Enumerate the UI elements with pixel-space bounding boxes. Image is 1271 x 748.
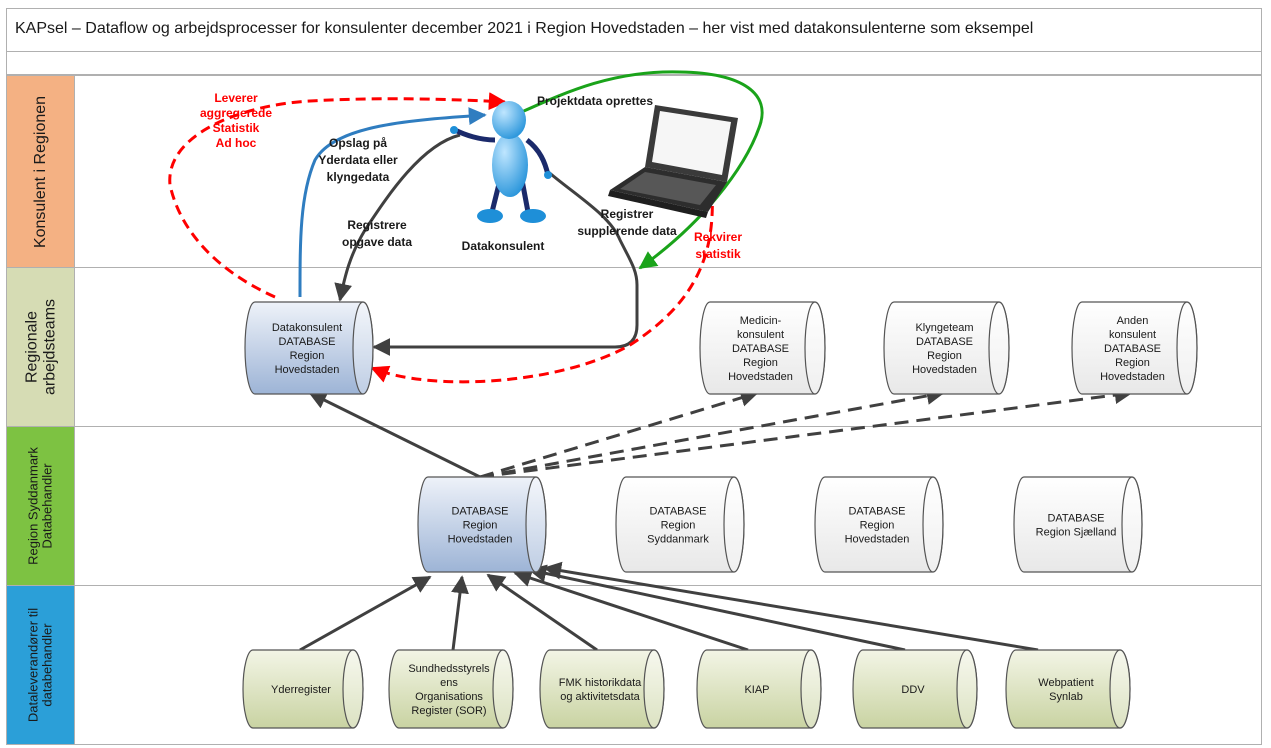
cylinder-cap: [492, 649, 514, 729]
cylinder-cap: [525, 476, 547, 573]
edge-supplier-yderregister-to-db: [299, 575, 432, 652]
person-icon: [450, 101, 552, 223]
edge-leverer-red: [168, 92, 507, 299]
cylinder-cap: [804, 301, 826, 395]
lane-head-arbejdsteams: Regionale arbejdsteams: [7, 268, 75, 426]
edge-registrer-to-db: [372, 168, 639, 356]
edge-supplier-webpatient-to-db: [543, 561, 1039, 652]
edge-registrere-to-db: [334, 133, 461, 302]
edge-supplier-fmk-to-db: [486, 573, 598, 652]
edge-supplier-ddv-to-db: [528, 564, 906, 652]
actor-label: Datakonsulent: [462, 239, 545, 253]
edge-db-to-anden: [479, 386, 1133, 479]
edge-db-to-team-main: [308, 391, 481, 479]
lane-head-databehandler: Region Syddanmark Databehandler: [7, 427, 75, 585]
diagram-title-bar: KAPsel – Dataflow og arbejdsprocesser fo…: [6, 8, 1262, 52]
supplier-db-yderregister: Yderregister: [242, 649, 364, 729]
edge-rekvirer-red: [370, 189, 714, 384]
supplier-db-kiap: KIAP: [696, 649, 822, 729]
edge-supplier-sor-to-db: [451, 575, 469, 651]
cylinder-cap: [1109, 649, 1131, 729]
cylinder-cap: [352, 301, 374, 395]
cylinder-cap: [1176, 301, 1198, 395]
laptop-icon: [608, 105, 738, 218]
cylinder-cap: [643, 649, 665, 729]
cylinder-label: KIAP: [744, 684, 769, 696]
edge-db-to-klynge: [479, 387, 945, 479]
cylinder-cap: [800, 649, 822, 729]
annotation-projektdata: Projektdata oprettes: [537, 94, 653, 108]
diagram-title: KAPsel – Dataflow og arbejdsprocesser fo…: [15, 20, 1034, 37]
supplier-db-ddv: DDV: [852, 649, 978, 729]
cylinder-cap: [956, 649, 978, 729]
edge-db-to-medicin: [479, 389, 759, 479]
lane-head-dataleverandorer: Dataleverandører til databehandler: [7, 586, 75, 744]
cylinder-label: Yderregister: [271, 684, 331, 696]
lane-arbejdsteams: Regionale arbejdsteams: [6, 267, 1262, 427]
cylinder-cap: [1121, 476, 1143, 573]
cylinder-cap: [922, 476, 944, 573]
cylinder-cap: [342, 649, 364, 729]
cylinder-cap: [988, 301, 1010, 395]
edge-db-to-actor-blue: [298, 107, 487, 298]
cylinder-label: DDV: [901, 684, 925, 696]
edge-supplier-kiap-to-db: [513, 569, 749, 652]
cylinder-cap: [723, 476, 745, 573]
lane-head-konsulent: Konsulent i Regionen: [7, 76, 75, 267]
